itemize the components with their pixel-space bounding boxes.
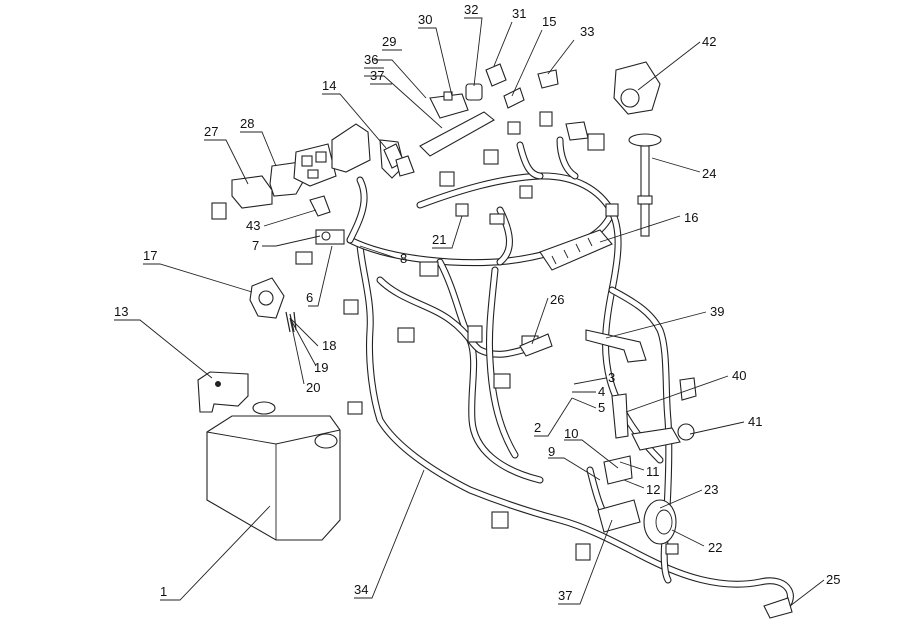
callout-14: 14 (322, 78, 336, 93)
relay-33 (537, 69, 559, 89)
callout-24: 24 (702, 166, 716, 181)
callout-6: 6 (306, 290, 313, 305)
callout-11: 11 (646, 464, 660, 479)
relay-32 (465, 83, 483, 101)
callout-31: 31 (512, 6, 526, 21)
fuse-box (293, 143, 337, 187)
main-harness (346, 136, 794, 616)
callout-18: 18 (322, 338, 336, 353)
callout-10: 10 (564, 426, 578, 441)
label-underlines (114, 17, 578, 605)
callout-27: 27 (204, 124, 218, 139)
battery (206, 401, 341, 541)
callout-12: 12 (646, 482, 660, 497)
terminal-block-11-12 (597, 455, 641, 533)
fuel-sender-24 (628, 133, 662, 237)
callout-1: 1 (160, 584, 167, 599)
callout-34: 34 (354, 582, 368, 597)
callout-22: 22 (708, 540, 722, 555)
battery-bracket (197, 371, 249, 413)
callout-37-top: 37 (370, 68, 384, 83)
callout-32: 32 (464, 2, 478, 17)
callout-2: 2 (534, 420, 541, 435)
callout-13: 13 (114, 304, 128, 319)
callout-4: 4 (598, 384, 605, 399)
callout-29: 29 (382, 34, 396, 49)
connector-25 (763, 597, 793, 619)
callout-17: 17 (143, 248, 157, 263)
callout-33: 33 (580, 24, 594, 39)
callout-26: 26 (550, 292, 564, 307)
callout-42: 42 (702, 34, 716, 49)
callout-labels: 1 2 3 4 5 6 7 8 9 10 11 12 13 14 15 16 1… (114, 2, 840, 603)
terminal-41 (631, 423, 695, 451)
callout-19: 19 (314, 360, 328, 375)
battery-switch-17 (249, 277, 285, 319)
relay-31 (485, 63, 507, 87)
callout-25: 25 (826, 572, 840, 587)
connector-14 (383, 143, 415, 177)
connector-16 (539, 229, 613, 271)
callout-9: 9 (548, 444, 555, 459)
leader-lines (114, 17, 825, 607)
callout-28: 28 (240, 116, 254, 131)
bracket-39 (585, 329, 647, 363)
relay-27 (211, 175, 273, 220)
callout-21: 21 (432, 232, 446, 247)
horn-22 (643, 499, 679, 555)
screws-18-20 (285, 311, 297, 333)
callout-30: 30 (418, 12, 432, 27)
callout-3: 3 (608, 370, 615, 385)
sensor-26 (519, 333, 553, 357)
callout-36: 36 (364, 52, 378, 67)
relay-bank-36 (419, 91, 495, 157)
callout-20: 20 (306, 380, 320, 395)
fuse-holder-7 (295, 229, 345, 265)
callout-8: 8 (400, 251, 407, 266)
callout-41: 41 (748, 414, 762, 429)
callout-5: 5 (598, 400, 605, 415)
switch-43 (309, 195, 331, 217)
callout-7: 7 (252, 238, 259, 253)
callout-23: 23 (704, 482, 718, 497)
callout-43: 43 (246, 218, 260, 233)
callout-37-bottom: 37 (558, 588, 572, 603)
top-connectors (439, 111, 605, 187)
horn-42 (613, 61, 661, 115)
callout-40: 40 (732, 368, 746, 383)
callout-15: 15 (542, 14, 556, 29)
callout-16: 16 (684, 210, 698, 225)
callout-39: 39 (710, 304, 724, 319)
bracket-40 (611, 377, 697, 439)
